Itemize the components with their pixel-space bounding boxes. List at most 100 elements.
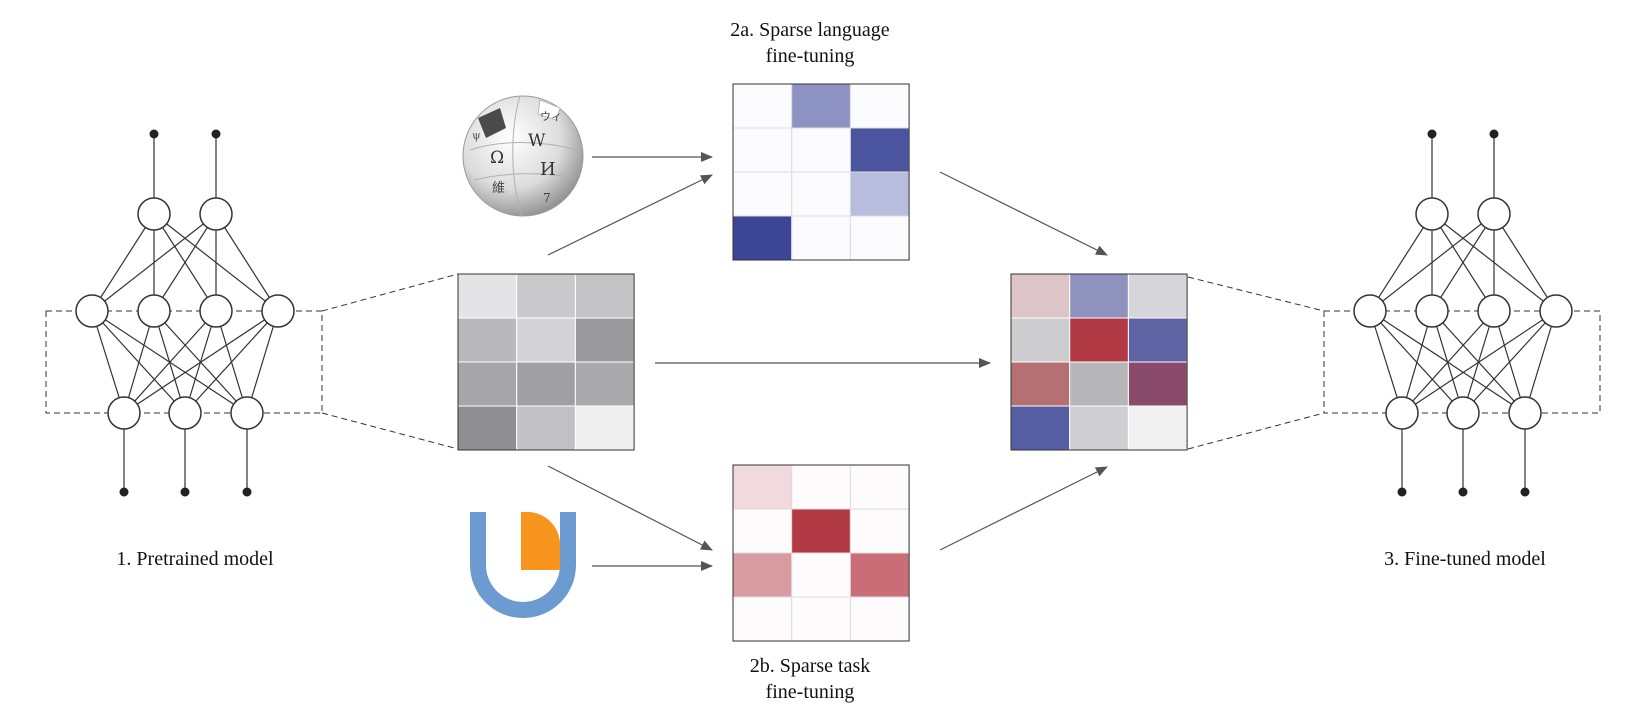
matrix-cell (457, 317, 518, 363)
network-node (1508, 396, 1542, 430)
output-terminal (211, 129, 221, 139)
matrix-border (732, 464, 910, 642)
arrow-language-to-finetuned (939, 171, 1108, 256)
matrix-cell (849, 464, 910, 510)
wikipedia-globe-icon: Ω W И 維 7 ウィ ψ (462, 95, 584, 217)
output-terminal (1427, 129, 1437, 139)
network-node (168, 396, 202, 430)
network-edge (1401, 310, 1557, 414)
matrix-cell (791, 596, 851, 642)
network-node (137, 197, 171, 231)
matrix-cell (732, 83, 793, 129)
output-terminal (149, 129, 159, 139)
matrix-cell (732, 215, 793, 261)
network-edge (91, 310, 125, 414)
matrix-cell (791, 508, 851, 554)
input-terminal (180, 487, 190, 497)
arrow-pretrained-to-language (547, 174, 713, 256)
matrix-cell (732, 596, 793, 642)
input-terminal (119, 487, 129, 497)
matrix-border (1010, 273, 1188, 451)
network-node (107, 396, 141, 430)
matrix-cell (732, 171, 793, 217)
matrix-cell (574, 361, 635, 407)
matrix-cell (516, 361, 576, 407)
network-node (1477, 294, 1511, 328)
sparse-language-title-line2: fine-tuning (765, 45, 855, 67)
matrix-cell (1010, 273, 1071, 319)
network-node (137, 294, 171, 328)
matrix-cell (1069, 361, 1129, 407)
matrix-cell (849, 127, 910, 173)
network-edge (215, 213, 279, 312)
matrix-cell (791, 127, 851, 173)
matrix-cell (732, 464, 793, 510)
zoom-lines-right (1187, 276, 1325, 450)
matrix-cell (791, 215, 851, 261)
matrix-cell (849, 508, 910, 554)
pretrained-network (45, 129, 323, 497)
wiki-glyph: 7 (543, 191, 551, 205)
network-edge (1524, 310, 1557, 414)
network-node (1385, 396, 1419, 430)
wiki-glyph: ウィ (540, 110, 562, 123)
matrix-cell (574, 317, 635, 363)
sparse-language-title-line1: 2a. Sparse language (730, 19, 890, 41)
matrix-cell (457, 405, 518, 451)
network-edge (1369, 213, 1495, 312)
network-edge (123, 310, 217, 414)
universal-dependencies-logo-icon (470, 512, 576, 618)
matrix-cell (849, 552, 910, 598)
wiki-glyph: И (540, 159, 556, 180)
matrix-cell (849, 171, 910, 217)
matrix-cell (1127, 273, 1188, 319)
matrix-cell (457, 361, 518, 407)
sparse-task-title-line2: fine-tuning (765, 681, 855, 703)
arrow-pretrained-to-task (547, 465, 713, 551)
finetuned-network (1323, 129, 1601, 497)
pretrained-model-label: 1. Pretrained model (116, 548, 274, 570)
wiki-glyph: W (528, 131, 546, 151)
matrix-cell (1127, 405, 1188, 451)
network-edge (123, 310, 155, 414)
matrix-cell (791, 171, 851, 217)
matrix-cell (1127, 361, 1188, 407)
matrix-cell (516, 273, 576, 319)
wiki-glyph: ψ (472, 129, 481, 142)
sparse-task-title-line1: 2b. Sparse task (749, 655, 871, 677)
output-terminal (1489, 129, 1499, 139)
network-node (1477, 197, 1511, 231)
network-node (230, 396, 264, 430)
input-terminal (1520, 487, 1530, 497)
matrix-cell (1127, 317, 1188, 363)
network-node (199, 197, 233, 231)
arrows (547, 152, 1108, 571)
network-edge (91, 213, 217, 312)
network-edge (246, 310, 279, 414)
matrix-cell (849, 215, 910, 261)
sparse-language-difference-matrix (732, 83, 910, 261)
matrix-cell (1010, 317, 1071, 363)
network-node (1539, 294, 1573, 328)
input-terminal (1397, 487, 1407, 497)
wiki-glyph: 維 (492, 181, 505, 196)
network-node (261, 294, 295, 328)
matrix-cell (457, 273, 518, 319)
network-edge (1401, 310, 1433, 414)
matrix-cell (1069, 273, 1129, 319)
finetuned-weight-matrix (1010, 273, 1188, 451)
network-edge (153, 213, 217, 312)
network-edge (123, 310, 279, 414)
network-node (1446, 396, 1480, 430)
matrix-cell (791, 464, 851, 510)
matrix-cell (849, 596, 910, 642)
network-edge (1369, 213, 1433, 312)
network-edge (1431, 213, 1495, 312)
matrix-cell (1010, 361, 1071, 407)
sparse-language-title: 2a. Sparse language fine-tuning (700, 17, 920, 69)
matrix-cell (849, 83, 910, 129)
network-edge (91, 213, 155, 312)
network-edge (1493, 213, 1557, 312)
matrix-cell (574, 405, 635, 451)
